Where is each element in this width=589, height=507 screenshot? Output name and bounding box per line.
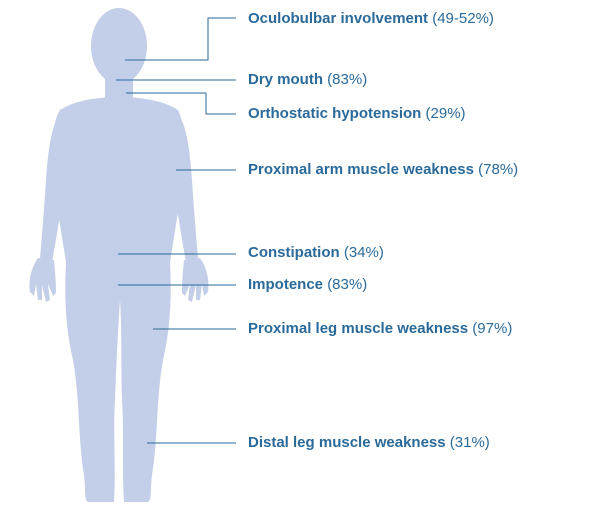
label-impotence: Impotence (83%): [248, 276, 367, 294]
label-distal-leg: Distal leg muscle weakness (31%): [248, 434, 490, 452]
label-oculobulbar: Oculobulbar involvement (49-52%): [248, 10, 494, 28]
label-proximal-arm-pct: (78%): [478, 161, 518, 178]
label-proximal-leg-name: Proximal leg muscle weakness: [248, 320, 468, 337]
torso-and-legs: [53, 97, 184, 502]
label-oculobulbar-name: Oculobulbar involvement: [248, 10, 428, 27]
label-distal-leg-pct: (31%): [450, 434, 490, 451]
label-dry-mouth-name: Dry mouth: [248, 71, 323, 88]
label-proximal-arm-name: Proximal arm muscle weakness: [248, 161, 474, 178]
label-orthostatic-pct: (29%): [426, 105, 466, 122]
label-constipation-pct: (34%): [344, 244, 384, 261]
label-proximal-arm: Proximal arm muscle weakness (78%): [248, 161, 518, 179]
human-body-silhouette: [29, 8, 208, 502]
label-proximal-leg-pct: (97%): [472, 320, 512, 337]
right-hand: [182, 258, 209, 302]
label-orthostatic-name: Orthostatic hypotension: [248, 105, 421, 122]
label-constipation: Constipation (34%): [248, 244, 384, 262]
label-constipation-name: Constipation: [248, 244, 340, 261]
label-dry-mouth-pct: (83%): [327, 71, 367, 88]
label-oculobulbar-pct: (49-52%): [432, 10, 494, 27]
label-orthostatic: Orthostatic hypotension (29%): [248, 105, 466, 123]
label-distal-leg-name: Distal leg muscle weakness: [248, 434, 446, 451]
label-impotence-pct: (83%): [327, 276, 367, 293]
label-dry-mouth: Dry mouth (83%): [248, 71, 367, 89]
label-impotence-name: Impotence: [248, 276, 323, 293]
left-hand: [29, 258, 56, 302]
label-proximal-leg: Proximal leg muscle weakness (97%): [248, 320, 512, 338]
